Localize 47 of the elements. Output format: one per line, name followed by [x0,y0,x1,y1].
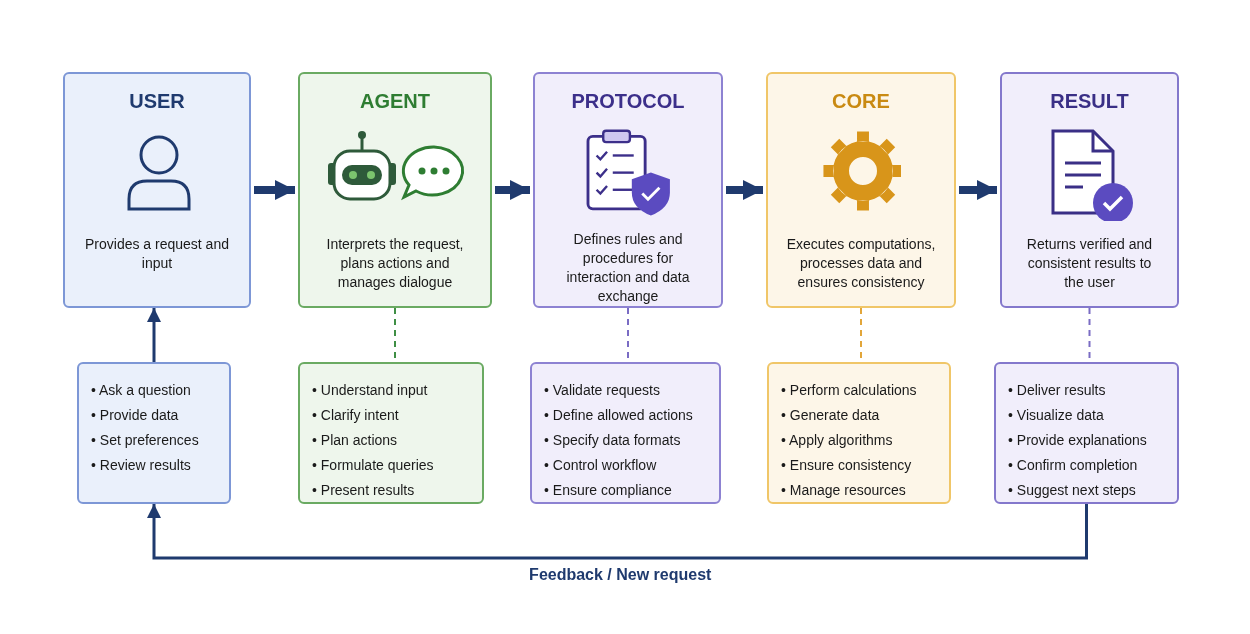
task-list-box [298,362,484,504]
result-box [1000,72,1179,308]
list-item: • Ensure consistency [781,456,912,475]
list-item: • Set preferences [91,431,199,450]
description: Provides a request and input [84,235,230,273]
list-item: • Formulate queries [312,456,434,475]
list-item: • Ensure compliance [544,481,672,500]
list-item: • Confirm completion [1008,456,1138,475]
list-item: • Generate data [781,406,880,425]
arrow [147,308,161,362]
task-list-box [767,362,951,504]
task-list-box [530,362,721,504]
list-item: • Provide explanations [1008,431,1147,450]
box-heading: AGENT [360,90,430,113]
box-heading: RESULT [1050,90,1129,113]
arrow [147,504,1088,560]
list-item: • Specify data formats [544,431,681,450]
list-item: • Visualize data [1008,406,1104,425]
list-item: • Define allowed actions [544,406,693,425]
list-item: • Present results [312,481,415,500]
list-item: • Validate requests [544,381,660,400]
description: Defines rules and procedures for interaction and data exchange [565,230,691,306]
list-item: • Suggest next steps [1008,481,1136,500]
box-heading: CORE [832,90,890,113]
list-item: • Control workflow [544,456,657,475]
list-item: • Deliver results [1008,381,1106,400]
description: Returns verified and consistent results to the user [1025,235,1154,292]
task-list-box [994,362,1179,504]
task-list-box [77,362,231,504]
list-item: • Clarify intent [312,406,399,425]
list-item: • Plan actions [312,431,398,450]
user-box [63,72,251,308]
box-heading: PROTOCOL [571,90,685,113]
list-item: • Manage resources [781,481,906,500]
edge-label: Feedback / New request [529,566,712,584]
box-heading: USER [129,90,185,113]
protocol-box [533,72,723,308]
core-box [766,72,956,308]
list-item: • Apply algorithms [781,431,893,450]
list-item: • Perform calculations [781,381,917,400]
description: Interprets the request, plans actions and manages dialogue [325,235,465,292]
list-item: • Provide data [91,406,179,425]
agent-box [298,72,492,308]
description: Executes computations, processes data and ensures consistency [785,235,937,292]
list-item: • Ask a question [91,381,191,400]
list-item: • Understand input [312,381,428,400]
list-item: • Review results [91,456,191,475]
